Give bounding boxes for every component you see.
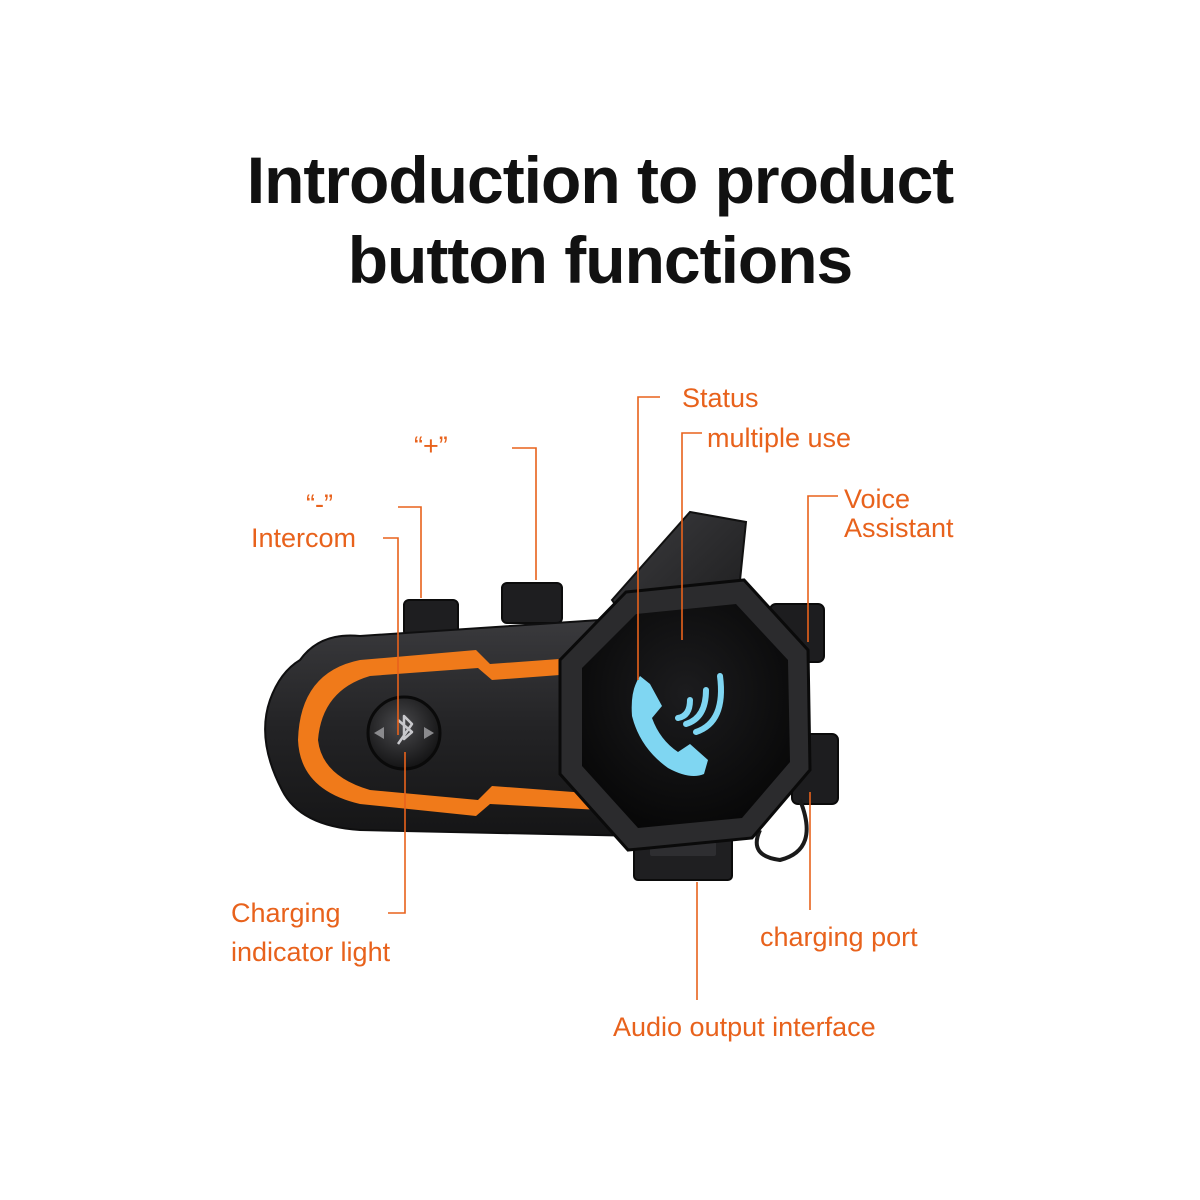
leader-lines (383, 396, 838, 1000)
label-charging-port: charging port (760, 922, 918, 952)
label-plus: “+” (414, 431, 448, 461)
label-charging-indicator-line-1: Charging (231, 898, 341, 928)
leader-charging-indicator (388, 752, 406, 914)
charging-cable-loop (754, 799, 809, 863)
leader-minus (398, 506, 422, 598)
label-audio-output: Audio output interface (613, 1012, 876, 1042)
label-multiple-use: multiple use (707, 423, 852, 453)
label-status: Status (682, 383, 759, 413)
left-arrow-icon (374, 727, 384, 739)
label-voice-assistant-line-2: Assistant (844, 513, 954, 543)
bluetooth-icon (396, 714, 414, 745)
title-line-1: Introduction to product (246, 143, 955, 217)
leader-multiple-use (681, 432, 702, 640)
leader-voice-assistant (807, 495, 838, 642)
leader-intercom (383, 537, 399, 735)
leader-status (637, 396, 660, 680)
title-line-2: button functions (347, 223, 854, 297)
phone-call-icon (631, 673, 724, 776)
label-intercom: Intercom (251, 523, 357, 553)
plus-button[interactable] (501, 582, 563, 624)
page-title: Introduction to product button functions (0, 140, 1200, 300)
label-voice-assistant-line-1: Voice (844, 484, 911, 514)
right-arrow-icon (424, 727, 434, 739)
label-charging-indicator-line-2: indicator light (231, 937, 391, 967)
leader-plus (512, 447, 537, 580)
label-minus: “-” (306, 489, 333, 519)
